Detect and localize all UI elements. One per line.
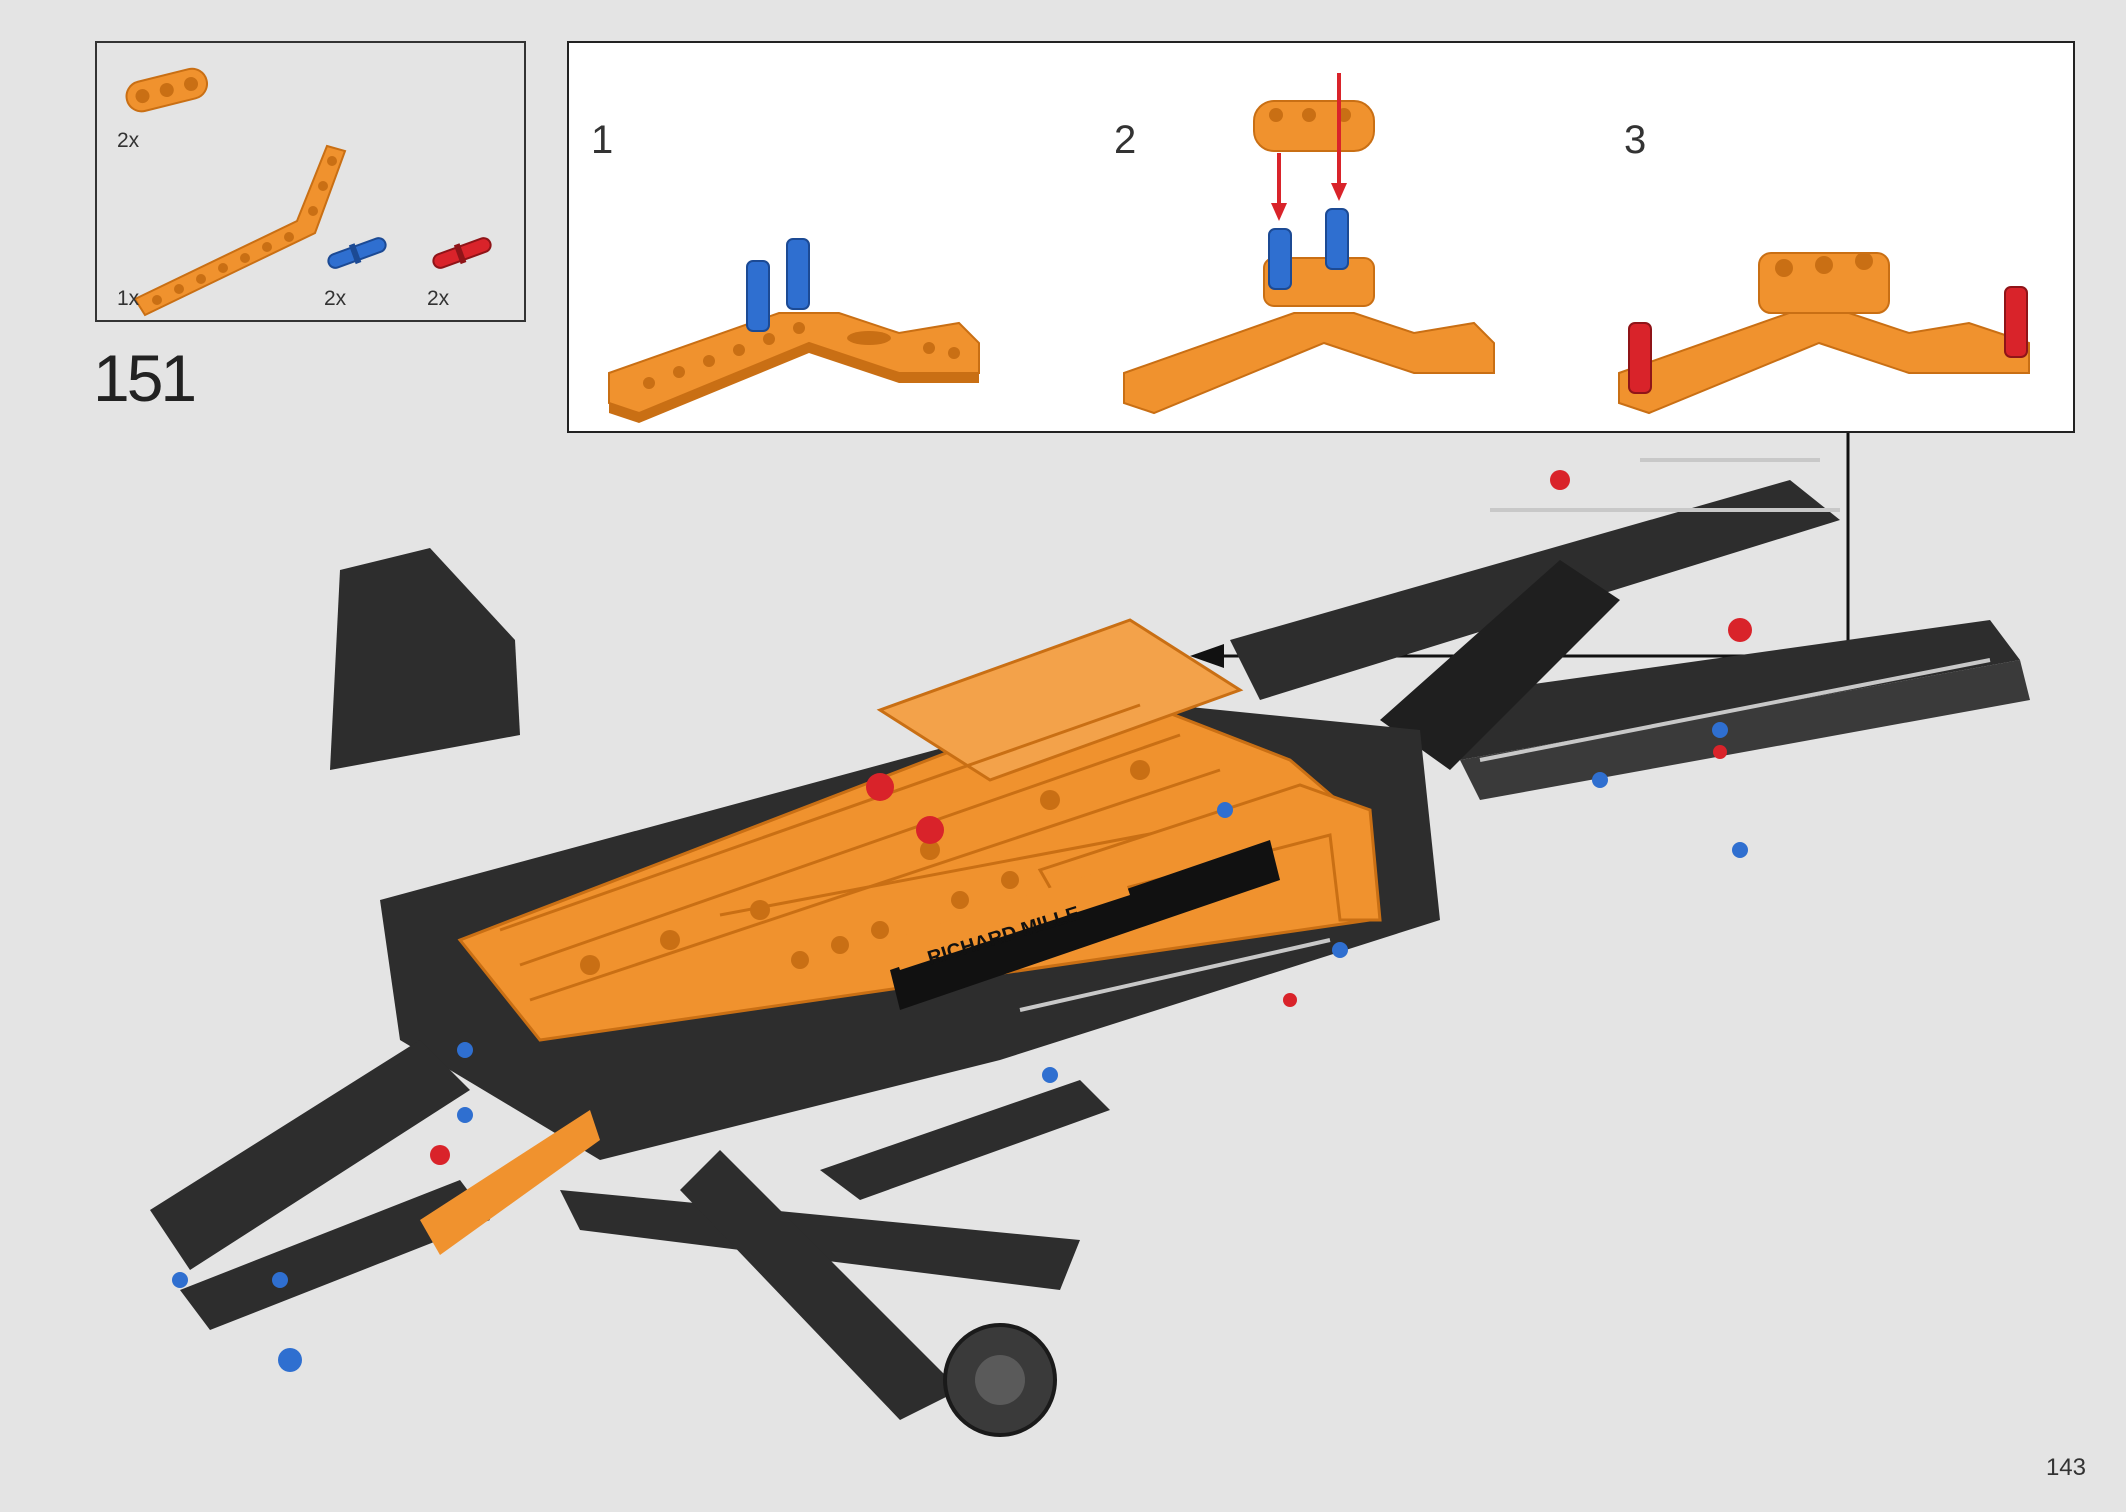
step-number: 151 — [93, 341, 197, 415]
qty-orange-3-hole-beam: 2x — [117, 129, 140, 152]
page-number: 143 — [2045, 1454, 2086, 1481]
orange-3-hole-beam-icon — [125, 67, 208, 113]
substep-1-label: 1 — [591, 118, 614, 162]
orange-bent-beam-icon — [133, 144, 347, 317]
substep-2-label: 2 — [1114, 118, 1137, 162]
callout-box: 1 2 3 — [567, 41, 2075, 433]
blue-pin-icon — [327, 237, 387, 269]
parts-list-box: 2x 1x 2x 2x — [95, 41, 526, 322]
substep-3-label: 3 — [1624, 118, 1647, 162]
qty-orange-bent-beam: 1x — [117, 287, 140, 310]
substep-3-illustration — [1618, 252, 2030, 415]
substep-2-illustration — [1123, 73, 1495, 415]
substep-1-illustration — [608, 238, 980, 423]
red-pin-icon — [432, 237, 492, 269]
qty-blue-pin: 2x — [324, 287, 347, 310]
qty-red-pin: 2x — [427, 287, 450, 310]
